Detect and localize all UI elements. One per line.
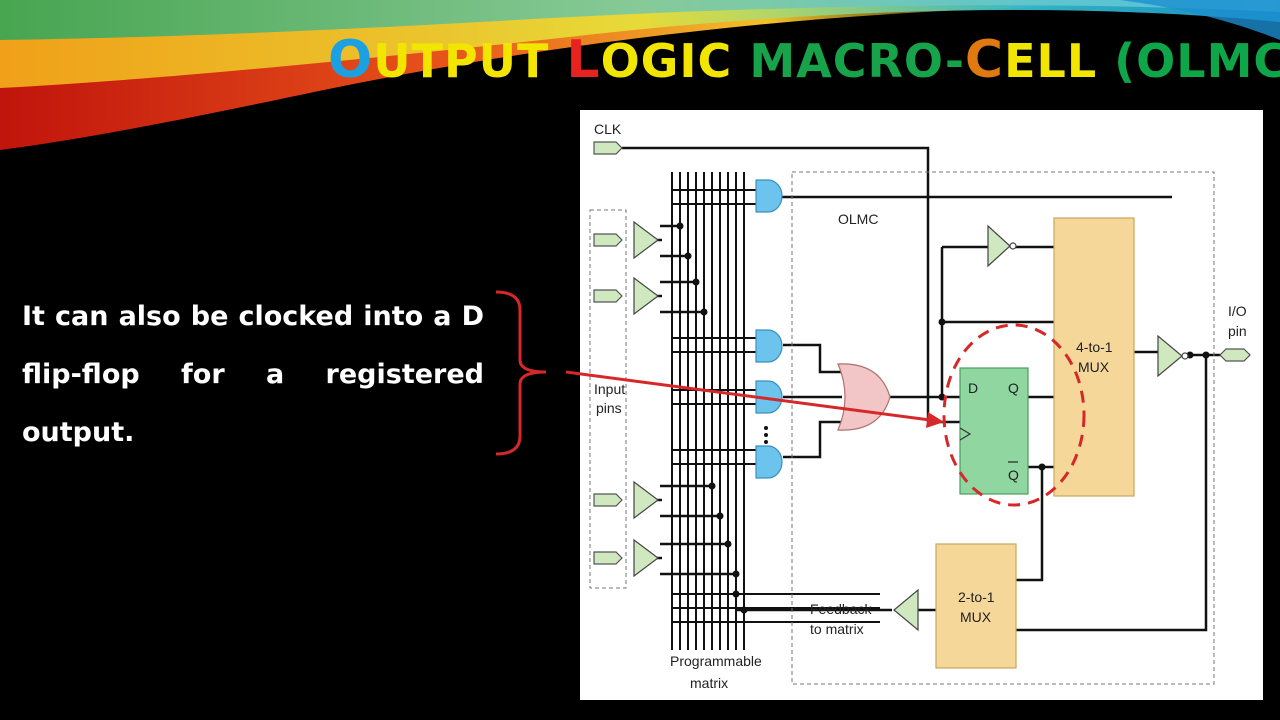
mux2-label-1: 2-to-1	[958, 589, 995, 605]
input-pin-4	[593, 551, 623, 565]
mux-2-to-1	[935, 543, 1017, 669]
clk-wire	[622, 146, 930, 422]
title-macro: MACRO-	[749, 34, 965, 88]
matrix-label-2: matrix	[690, 675, 728, 691]
mux4-label-2: MUX	[1078, 359, 1110, 375]
ff-q-label: Q	[1008, 380, 1019, 396]
input-buffer-3	[633, 480, 659, 520]
olmc-circuit-diagram: CLK OLMC Input pins D Q Q 4-to-1 MUX 2-t…	[580, 110, 1263, 700]
title-o-rest: UTPUT	[373, 34, 567, 88]
feedback-label-1: Feedback	[810, 601, 872, 617]
clk-pin	[593, 141, 623, 155]
slide-title: OUTPUT LOGIC MACRO-CELL (OLMC).	[328, 32, 1280, 89]
and-gate-2	[755, 329, 783, 363]
title-c-initial: C	[964, 30, 1005, 90]
feedback-label-2: to matrix	[810, 621, 864, 637]
decorative-swoosh	[0, 0, 1280, 150]
input-pin-1	[593, 233, 623, 247]
programmable-matrix-lines	[671, 172, 745, 650]
title-l-rest: OGIC	[600, 34, 750, 88]
io-label-1: I/O	[1228, 303, 1247, 319]
title-c-rest: ELL	[1004, 34, 1115, 88]
title-l-initial: L	[566, 30, 601, 90]
feedback-buffer	[893, 588, 919, 632]
olmc-label: OLMC	[838, 211, 878, 227]
input-pins-label-1: Input	[594, 381, 625, 397]
title-o-initial: O	[328, 30, 374, 90]
and-gate-3	[755, 380, 783, 414]
flipflop-highlight	[942, 323, 1086, 507]
and-gate-4	[755, 445, 783, 479]
io-label-2: pin	[1228, 323, 1247, 339]
input-pins-box	[589, 209, 627, 589]
io-pin	[1219, 348, 1251, 362]
title-abbr: (OLMC).	[1114, 34, 1280, 88]
input-buffer-1	[633, 220, 659, 260]
inverter	[987, 224, 1011, 268]
mux2-label-2: MUX	[960, 609, 992, 625]
matrix-label-1: Programmable	[670, 653, 762, 669]
and-gate-1	[755, 179, 783, 213]
brace	[495, 290, 547, 456]
input-buffer-2	[633, 276, 659, 316]
output-buffer	[1157, 334, 1183, 378]
input-pins-label-2: pins	[596, 400, 622, 416]
body-text: It can also be clocked into a D flip-flo…	[22, 301, 484, 448]
mux4-label-1: 4-to-1	[1076, 339, 1113, 355]
ff-qbar-label: Q	[1008, 467, 1019, 483]
input-pin-3	[593, 493, 623, 507]
clk-label: CLK	[594, 121, 622, 137]
ff-d-label: D	[968, 380, 978, 396]
or-gate	[837, 363, 891, 431]
d-flip-flop	[959, 367, 1029, 495]
input-pin-2	[593, 289, 623, 303]
olmc-boundary	[791, 171, 1215, 685]
input-buffer-4	[633, 538, 659, 578]
